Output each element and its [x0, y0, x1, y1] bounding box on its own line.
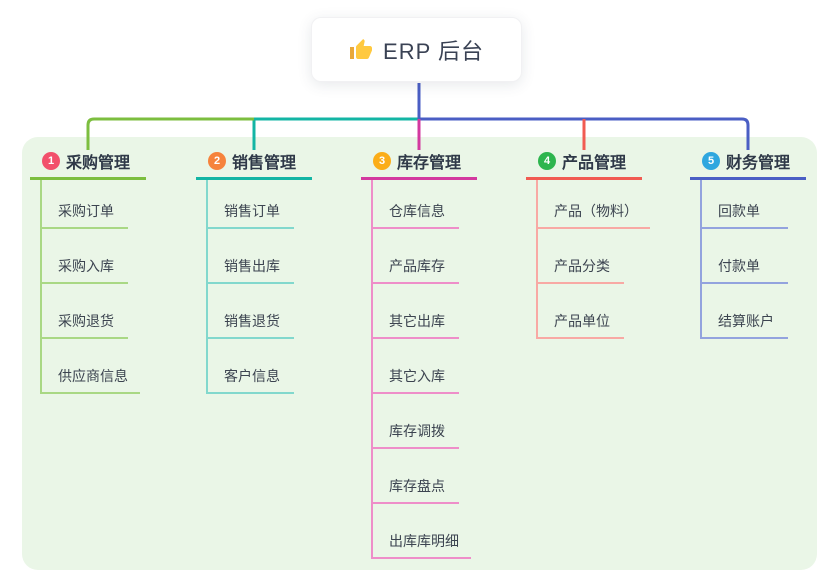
child-item[interactable]: 结算账户 [702, 284, 788, 339]
child-item[interactable]: 销售出库 [208, 229, 294, 284]
child-item[interactable]: 产品单位 [538, 284, 624, 339]
child-item[interactable]: 供应商信息 [42, 339, 140, 394]
mindmap-canvas [22, 137, 817, 570]
child-item[interactable]: 产品库存 [373, 229, 459, 284]
child-item-label: 回款单 [718, 203, 760, 219]
child-item-label: 供应商信息 [58, 368, 128, 384]
child-item[interactable]: 库存调拨 [373, 394, 459, 449]
badge-1: 1 [42, 151, 60, 170]
badge-2: 2 [208, 151, 226, 170]
child-item-label: 产品（物料） [554, 203, 638, 219]
child-item[interactable]: 产品分类 [538, 229, 624, 284]
child-item-label: 产品分类 [554, 258, 610, 274]
badge-5: 5 [702, 151, 720, 170]
branch-label: 销售管理 [232, 154, 297, 172]
child-item-label: 出库库明细 [389, 533, 459, 549]
branch-children: 产品（物料） 产品分类产品单位 [536, 180, 650, 339]
child-item[interactable]: 销售订单 [208, 180, 294, 229]
branch-label: 产品管理 [562, 154, 627, 172]
child-item[interactable]: 其它出库 [373, 284, 459, 339]
child-item-label: 库存调拨 [389, 423, 445, 439]
child-item-label: 采购订单 [58, 203, 114, 219]
child-item-label: 销售退货 [224, 313, 280, 329]
child-item-label: 产品库存 [389, 258, 445, 274]
child-item-label: 销售订单 [224, 203, 280, 219]
badge-3: 3 [373, 151, 391, 170]
root-node-erp[interactable]: ERP 后台 [311, 17, 522, 82]
child-item[interactable]: 采购订单 [42, 180, 128, 229]
child-item[interactable]: 付款单 [702, 229, 788, 284]
child-item-label: 库存盘点 [389, 478, 445, 494]
branch-inventory: 3 库存管理 仓库信息产品库存其它出库其它入库库存调拨库存盘点出库库明细 [361, 149, 477, 559]
child-item-label: 付款单 [718, 258, 760, 274]
branch-label: 采购管理 [66, 154, 131, 172]
branch-finance: 5 财务管理 回款单付款单结算账户 [690, 149, 806, 339]
branch-title-product[interactable]: 4 产品管理 [526, 149, 642, 180]
child-item-label: 其它出库 [389, 313, 445, 329]
child-item[interactable]: 销售退货 [208, 284, 294, 339]
branch-title-inventory[interactable]: 3 库存管理 [361, 149, 477, 180]
branch-product: 4 产品管理 产品（物料） 产品分类产品单位 [526, 149, 650, 339]
child-item[interactable]: 库存盘点 [373, 449, 459, 504]
child-item[interactable]: 仓库信息 [373, 180, 459, 229]
child-item-label: 其它入库 [389, 368, 445, 384]
branch-purchase: 1 采购管理 采购订单采购入库采购退货供应商信息 [30, 149, 146, 394]
badge-4: 4 [538, 151, 556, 170]
branch-children: 销售订单销售出库销售退货客户信息 [206, 180, 294, 394]
branch-title-finance[interactable]: 5 财务管理 [690, 149, 806, 180]
child-item-label: 采购入库 [58, 258, 114, 274]
root-node-label: ERP 后台 [383, 38, 484, 64]
child-item[interactable]: 其它入库 [373, 339, 459, 394]
child-item-label: 采购退货 [58, 313, 114, 329]
child-item-label: 结算账户 [718, 313, 774, 329]
child-item[interactable]: 产品（物料） [538, 180, 650, 229]
child-item-label: 客户信息 [224, 368, 280, 384]
child-item[interactable]: 回款单 [702, 180, 788, 229]
child-item[interactable]: 出库库明细 [373, 504, 471, 559]
branch-children: 回款单付款单结算账户 [700, 180, 788, 339]
thumbs-up-icon [350, 38, 373, 59]
child-item-label: 销售出库 [224, 258, 280, 274]
branch-sales: 2 销售管理 销售订单销售出库销售退货客户信息 [196, 149, 312, 394]
child-item-label: 仓库信息 [389, 203, 445, 219]
branch-children: 仓库信息产品库存其它出库其它入库库存调拨库存盘点出库库明细 [371, 180, 471, 559]
branch-title-purchase[interactable]: 1 采购管理 [30, 149, 146, 180]
child-item[interactable]: 客户信息 [208, 339, 294, 394]
child-item-label: 产品单位 [554, 313, 610, 329]
branch-title-sales[interactable]: 2 销售管理 [196, 149, 312, 180]
branch-children: 采购订单采购入库采购退货供应商信息 [40, 180, 140, 394]
child-item[interactable]: 采购入库 [42, 229, 128, 284]
child-item[interactable]: 采购退货 [42, 284, 128, 339]
branch-label: 库存管理 [397, 154, 462, 172]
branch-label: 财务管理 [726, 154, 791, 172]
